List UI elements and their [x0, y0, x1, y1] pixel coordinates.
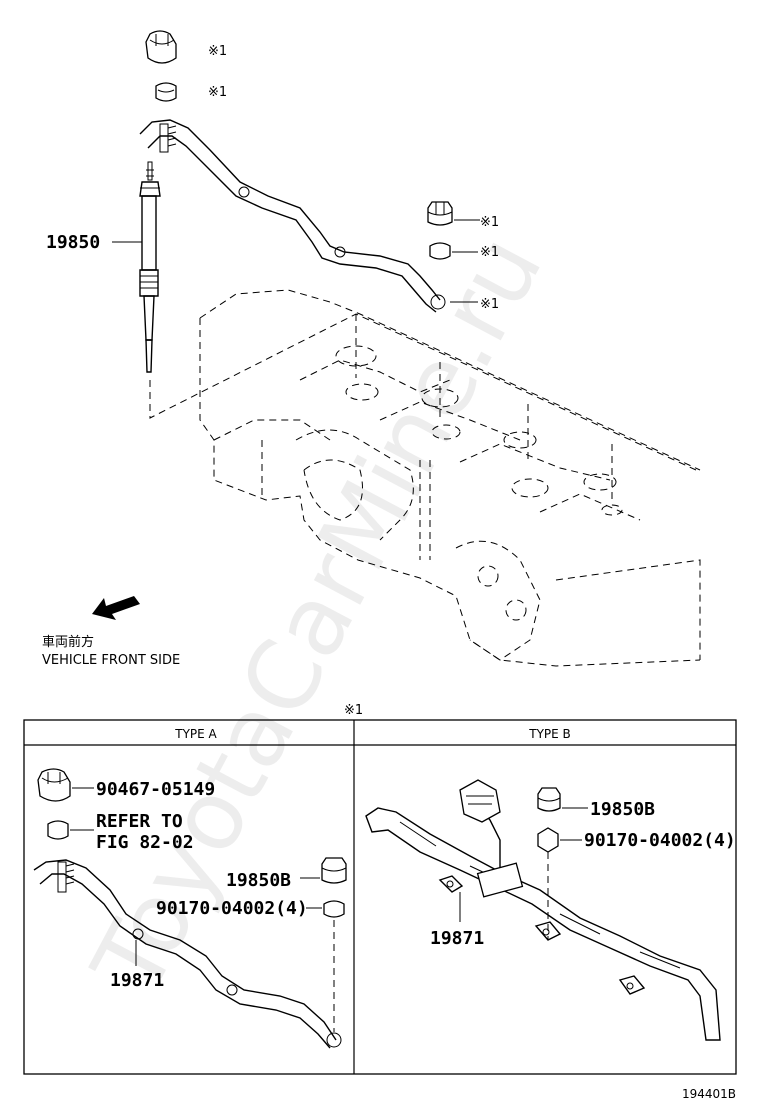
type-a-bus-bar-drawing	[33, 859, 342, 1049]
cylinder-head-drawing	[199, 289, 701, 667]
glow-plug-drawing	[139, 161, 161, 373]
right-nut-ref-mark: ※1	[480, 245, 499, 260]
vehicle-front-en: VEHICLE FRONT SIDE	[42, 653, 180, 668]
bus-bar-ref-mark: ※1	[480, 297, 499, 312]
top-cap-ref-mark: ※1	[208, 44, 227, 59]
glow-plug-label: 19850	[46, 232, 100, 253]
type-b-harness-drawing	[365, 779, 721, 1041]
table-ref-mark: ※1	[344, 703, 363, 718]
type-a-cap-nut-drawing	[37, 768, 71, 802]
type-a-header: TYPE A	[174, 727, 217, 741]
type-b-header: TYPE B	[528, 727, 571, 741]
type-b-harness-label: 19871	[430, 928, 484, 949]
right-cap-ref-mark: ※1	[480, 215, 499, 230]
type-a-small-nut-drawing	[47, 820, 69, 840]
type-a-refer-line2: FIG 82-02	[96, 832, 194, 853]
type-b-nut-label: 90170-04002(4)	[584, 830, 736, 851]
top-small-nut-drawing	[155, 82, 177, 102]
type-a-small-nut2-drawing	[323, 900, 345, 918]
variant-table	[23, 719, 737, 1075]
type-b-cap-label: 19850B	[590, 799, 655, 820]
type-a-small-nut-label: 90170-04002(4)	[156, 898, 308, 919]
vehicle-front-arrow-icon	[92, 596, 140, 620]
right-small-nut-drawing	[429, 242, 451, 260]
type-a-cap-label: 19850B	[226, 870, 291, 891]
figure-code: 194401B	[682, 1087, 736, 1101]
right-cap-nut-drawing	[427, 201, 453, 226]
type-a-nut-label: 90467-05149	[96, 779, 215, 800]
top-nut-ref-mark: ※1	[208, 85, 227, 100]
type-a-refer-line1: REFER TO	[96, 811, 183, 832]
top-cap-nut-drawing	[145, 30, 177, 64]
type-a-bus-bar-label: 19871	[110, 970, 164, 991]
type-b-nut-drawing	[537, 827, 559, 853]
vehicle-front-jp: 車両前方	[42, 634, 94, 650]
type-b-cap-drawing	[537, 787, 561, 812]
type-a-cap-drawing	[321, 857, 347, 884]
top-bus-bar-drawing	[139, 119, 446, 313]
